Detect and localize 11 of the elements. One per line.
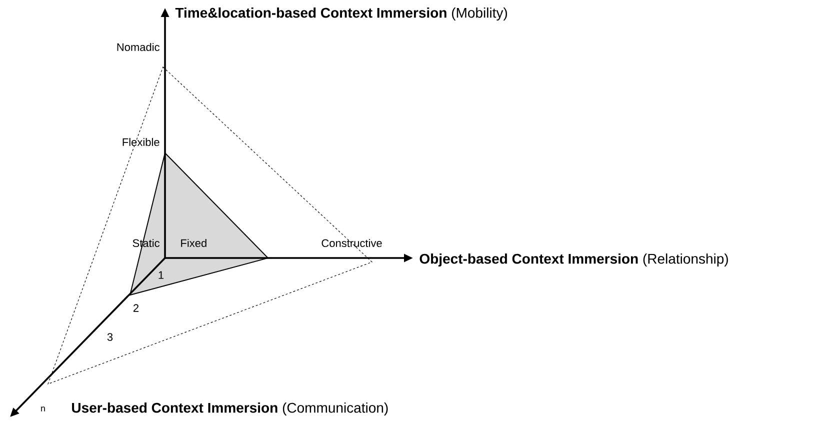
level-label: Nomadic [117, 42, 160, 52]
axis-label: Object-based Context Immersion (Relationship) [420, 253, 728, 267]
level-label: Fixed [181, 238, 206, 248]
axis-label: User-based Context Immersion (Communication) [72, 402, 388, 416]
level-label: Constructive [322, 238, 382, 248]
level-label: 1 [158, 271, 164, 279]
level-label: n [41, 406, 45, 412]
axis-label: Time&location-based Context Immersion (Mobility) [175, 7, 507, 21]
level-label: 2 [134, 304, 138, 312]
level-label: Flexible [122, 138, 160, 146]
level-label: 3 [107, 333, 113, 341]
